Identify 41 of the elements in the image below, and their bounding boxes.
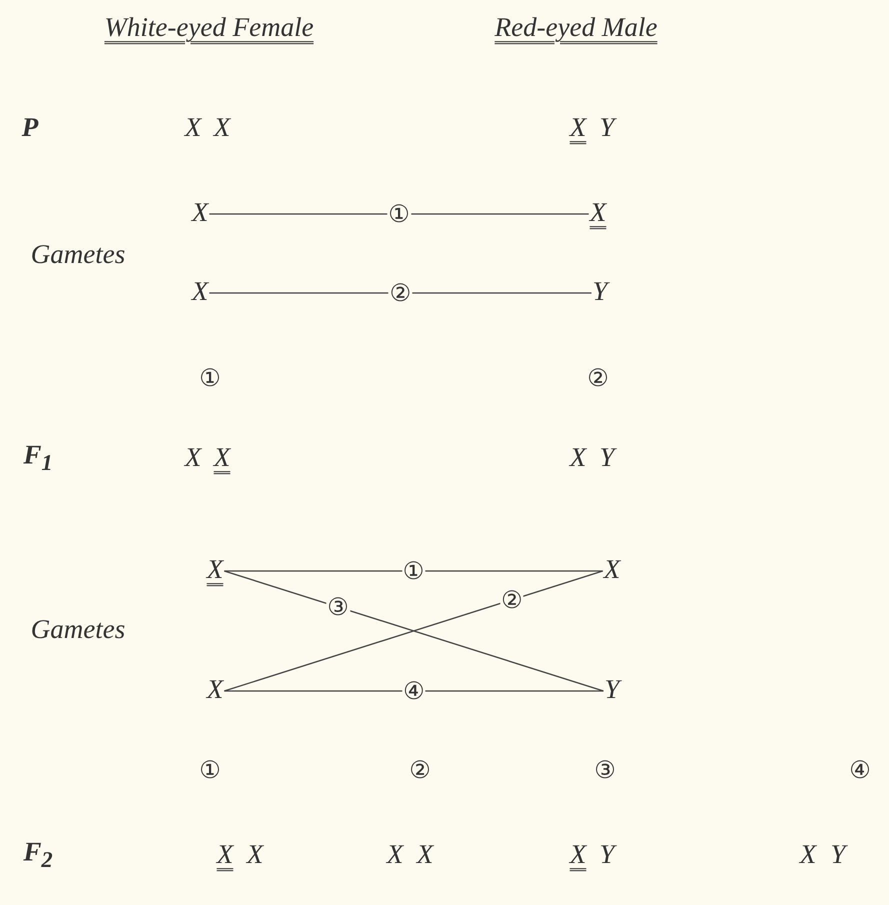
generation-label: F$_{2}$ xyxy=(23,837,53,873)
chromosome-symbol: Y xyxy=(599,113,615,143)
chromosome-symbol: X xyxy=(184,443,202,473)
chromosome-symbol: X xyxy=(214,443,230,473)
gamete-symbol: X xyxy=(604,555,620,585)
chromosome-symbol: X xyxy=(800,840,816,870)
gamete-symbol: X xyxy=(192,198,208,228)
chromosome-symbol: Y xyxy=(830,840,846,870)
gamete-symbol: X xyxy=(206,675,224,705)
circled-number: ② xyxy=(587,364,609,392)
chromosome-symbol: X xyxy=(184,113,202,143)
chromosome-symbol: X xyxy=(570,840,586,870)
chromosome-symbol: X xyxy=(246,840,264,870)
chromosome-symbol: X xyxy=(416,840,434,870)
chromosome-symbol: X xyxy=(216,840,234,870)
circled-number: ③ xyxy=(594,756,616,784)
gamete-symbol: X xyxy=(590,198,606,228)
chromosome-symbol: X xyxy=(570,443,586,473)
column-heading: White-eyed Female xyxy=(104,13,314,43)
cross-line xyxy=(224,570,603,572)
row-label: Gametes xyxy=(30,240,126,270)
chromosome-symbol: Y xyxy=(599,840,615,870)
circled-number: ② xyxy=(409,756,431,784)
gamete-symbol: X xyxy=(206,555,224,585)
gamete-symbol: Y xyxy=(604,675,620,705)
cross-line xyxy=(209,213,589,215)
column-heading: Red-eyed Male xyxy=(494,13,658,43)
circled-number: ④ xyxy=(849,756,871,784)
generation-label: P xyxy=(22,113,38,143)
generation-label: F$_{1}$ xyxy=(23,440,53,476)
chromosome-symbol: X xyxy=(570,113,586,143)
cross-line xyxy=(209,292,592,294)
gamete-symbol: Y xyxy=(592,277,608,307)
chromosome-symbol: X xyxy=(386,840,404,870)
gamete-symbol: X xyxy=(192,277,208,307)
chromosome-symbol: Y xyxy=(599,443,615,473)
chromosome-symbol: X xyxy=(214,113,230,143)
circled-number: ① xyxy=(199,364,221,392)
row-label: Gametes xyxy=(30,615,126,645)
cross-line xyxy=(224,690,604,692)
circled-number: ① xyxy=(199,756,221,784)
